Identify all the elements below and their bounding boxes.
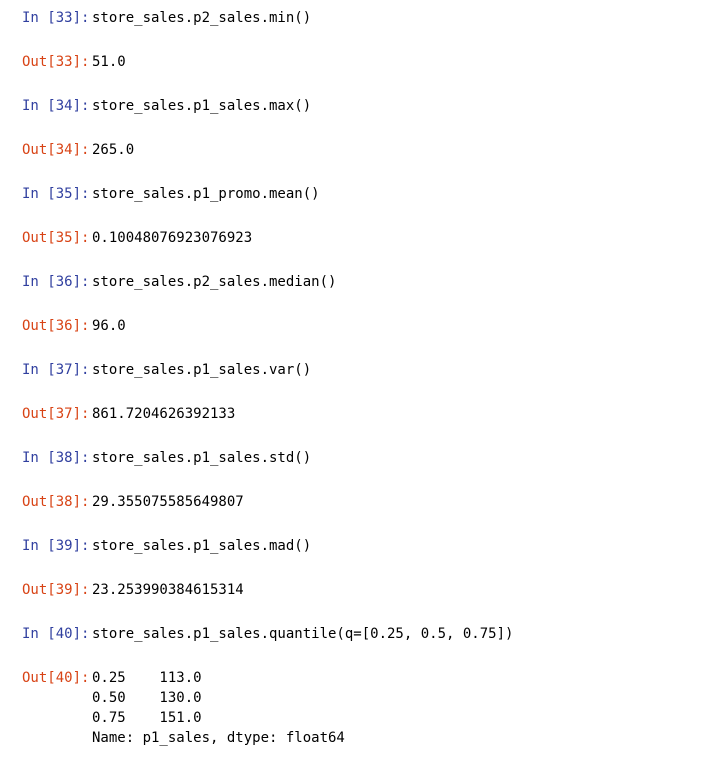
output-text: 96.0	[92, 318, 126, 334]
code-text[interactable]: store_sales.p2_sales.median()	[92, 274, 337, 290]
out-prompt: Out[39]:	[22, 582, 90, 598]
output-text: 265.0	[92, 142, 135, 158]
output-text: 51.0	[92, 54, 126, 70]
out-prompt: Out[38]:	[22, 494, 90, 510]
input-cell[interactable]: In [33]: store_sales.p2_sales.min()	[22, 8, 311, 28]
out-prompt: Out[34]:	[22, 142, 90, 158]
input-cell[interactable]: In [40]: store_sales.p1_sales.quantile(q…	[22, 624, 513, 644]
out-prompt: Out[40]:	[22, 670, 90, 686]
in-prompt: In [38]:	[22, 450, 90, 466]
in-prompt: In [35]:	[22, 186, 90, 202]
input-cell[interactable]: In [39]: store_sales.p1_sales.mad()	[22, 536, 311, 556]
code-text[interactable]: store_sales.p1_sales.std()	[92, 450, 312, 466]
in-prompt: In [40]:	[22, 626, 90, 642]
code-text[interactable]: store_sales.p1_sales.quantile(q=[0.25, 0…	[92, 626, 514, 642]
in-prompt: In [37]:	[22, 362, 90, 378]
code-text[interactable]: store_sales.p2_sales.min()	[92, 10, 312, 26]
in-prompt: In [34]:	[22, 98, 90, 114]
output-cell: Out[37]: 861.7204626392133	[22, 404, 235, 424]
code-text[interactable]: store_sales.p1_sales.max()	[92, 98, 312, 114]
input-cell[interactable]: In [34]: store_sales.p1_sales.max()	[22, 96, 311, 116]
out-prompt: Out[35]:	[22, 230, 90, 246]
out-prompt: Out[33]:	[22, 54, 90, 70]
output-cell: Out[38]: 29.355075585649807	[22, 492, 244, 512]
code-text[interactable]: store_sales.p1_sales.var()	[92, 362, 312, 378]
output-cell: Out[39]: 23.253990384615314	[22, 580, 244, 600]
output-line: 0.25 113.0	[92, 670, 202, 686]
output-line: Name: p1_sales, dtype: float64	[92, 730, 345, 746]
output-text: 23.253990384615314	[92, 582, 244, 598]
input-cell[interactable]: In [36]: store_sales.p2_sales.median()	[22, 272, 336, 292]
input-cell[interactable]: In [38]: store_sales.p1_sales.std()	[22, 448, 311, 468]
code-text[interactable]: store_sales.p1_sales.mad()	[92, 538, 312, 554]
output-text: 0.10048076923076923	[92, 230, 253, 246]
output-text: 29.355075585649807	[92, 494, 244, 510]
in-prompt: In [39]:	[22, 538, 90, 554]
out-prompt: Out[37]:	[22, 406, 90, 422]
out-prompt: Out[36]:	[22, 318, 90, 334]
output-line: 0.50 130.0	[92, 690, 202, 706]
input-cell[interactable]: In [37]: store_sales.p1_sales.var()	[22, 360, 311, 380]
code-text[interactable]: store_sales.p1_promo.mean()	[92, 186, 320, 202]
output-cell: Out[33]: 51.0	[22, 52, 126, 72]
output-cell: Out[35]: 0.10048076923076923	[22, 228, 252, 248]
output-cell: Out[40]: 0.25 113.0 0.50 130.0 0.75 151.…	[22, 668, 345, 748]
output-text: 861.7204626392133	[92, 406, 236, 422]
output-cell: Out[34]: 265.0	[22, 140, 134, 160]
in-prompt: In [36]:	[22, 274, 90, 290]
input-cell[interactable]: In [35]: store_sales.p1_promo.mean()	[22, 184, 320, 204]
in-prompt: In [33]:	[22, 10, 90, 26]
output-block: 0.25 113.0 0.50 130.0 0.75 151.0 Name: p…	[92, 668, 345, 748]
output-cell: Out[36]: 96.0	[22, 316, 126, 336]
output-line: 0.75 151.0	[92, 710, 202, 726]
